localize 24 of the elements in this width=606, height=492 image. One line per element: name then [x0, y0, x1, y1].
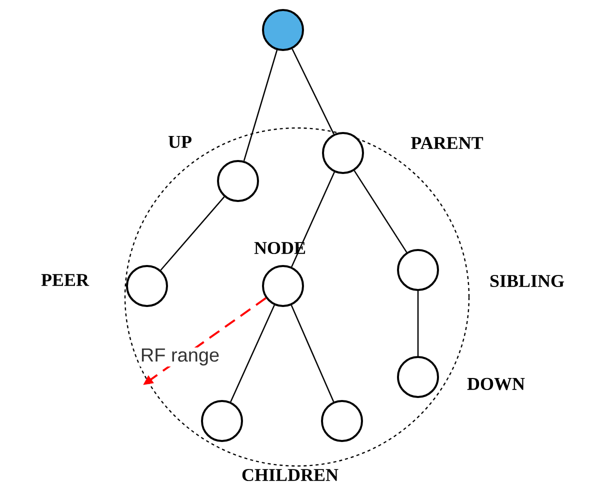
node-label: UP	[168, 136, 192, 148]
line	[160, 196, 225, 271]
line	[230, 304, 275, 402]
node-label: PEER	[41, 274, 90, 286]
circle	[262, 265, 304, 307]
line	[417, 291, 419, 356]
group-label: CHILDREN	[242, 468, 338, 482]
line	[290, 304, 334, 402]
circle	[201, 400, 243, 442]
circle	[126, 265, 168, 307]
filled-circle	[262, 9, 304, 51]
line	[354, 170, 408, 253]
circle	[217, 160, 259, 202]
line	[291, 172, 335, 268]
line	[292, 48, 334, 134]
node-label: PARENT	[410, 137, 484, 149]
node-label: SIBLING	[490, 274, 564, 288]
circle	[397, 249, 439, 291]
circle	[322, 132, 364, 174]
circle	[397, 356, 439, 398]
edge-label: RF range	[139, 347, 221, 366]
circle	[321, 400, 363, 442]
line	[243, 50, 278, 162]
node-label: DOWN	[467, 378, 525, 390]
